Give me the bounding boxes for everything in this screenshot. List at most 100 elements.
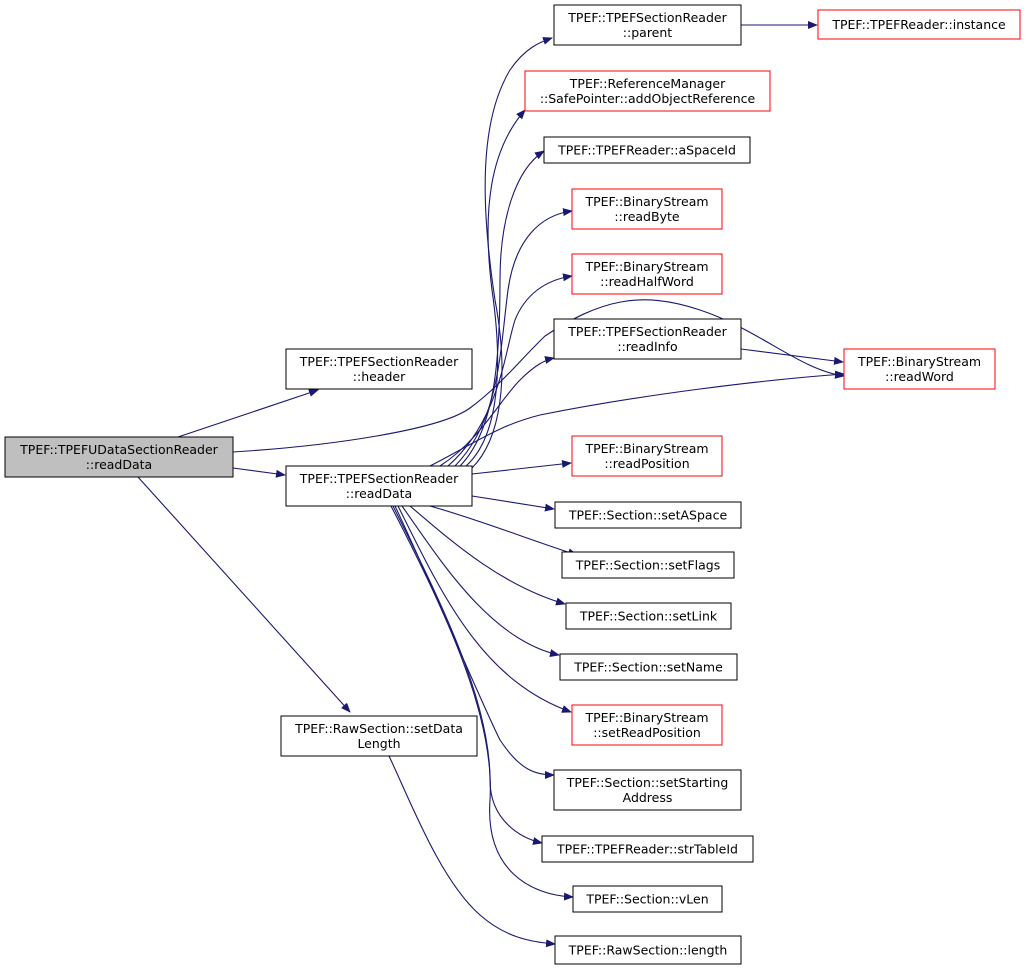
- node-box: [817, 9, 1021, 40]
- node-label-line: ::readByte: [614, 209, 679, 224]
- node-header[interactable]: TPEF::TPEFSectionReader::header: [285, 348, 473, 390]
- node-box: [285, 348, 473, 390]
- node-label-line: TPEF::TPEFReader::aSpaceId: [557, 143, 736, 158]
- edge-sr_readData-to-setReadPosition: [397, 505, 572, 713]
- edge-sr_readData-to-setLink: [409, 505, 566, 606]
- node-box: [553, 318, 742, 360]
- node-strTableId[interactable]: TPEF::TPEFReader::strTableId: [541, 835, 754, 863]
- node-label-line: TPEF::ReferenceManager: [569, 76, 726, 91]
- node-box: [559, 653, 738, 681]
- node-label-line: TPEF::Section::setName: [573, 660, 723, 675]
- node-label-line: TPEF::TPEFSectionReader: [567, 10, 727, 25]
- node-box: [572, 885, 723, 913]
- node-label-line: TPEF::TPEFSectionReader: [567, 324, 727, 339]
- edge-sr_readData-to-setFlags: [429, 505, 578, 557]
- node-label-line: TPEF::TPEFReader::instance: [831, 17, 1006, 32]
- node-vLen[interactable]: TPEF::Section::vLen: [572, 885, 723, 913]
- node-label-line: ::setReadPosition: [593, 725, 701, 740]
- node-label-line: TPEF::BinaryStream: [584, 259, 708, 274]
- edge-sr_readData-to-vLen: [390, 505, 574, 901]
- node-box: [543, 136, 751, 164]
- node-box: [554, 501, 742, 529]
- edges-layer: [137, 21, 845, 948]
- node-parent[interactable]: TPEF::TPEFSectionReader::parent: [553, 4, 742, 46]
- node-box: [553, 769, 742, 811]
- node-label-line: TPEF::TPEFReader::strTableId: [556, 842, 738, 857]
- node-label-line: Address: [623, 790, 673, 805]
- edge-root-to-sr_readData: [232, 467, 286, 478]
- node-label-line: TPEF::RawSection::length: [568, 943, 728, 958]
- node-box: [285, 465, 473, 507]
- node-setReadPosition[interactable]: TPEF::BinaryStream::setReadPosition: [571, 704, 723, 746]
- edge-sr_readData-to-readByte: [454, 208, 573, 467]
- edge-sr_readData-to-readPosition: [471, 460, 572, 475]
- node-box: [541, 835, 754, 863]
- node-label-line: ::readHalfWord: [600, 274, 694, 289]
- node-box: [571, 188, 723, 230]
- node-label-line: ::readData: [346, 486, 412, 501]
- node-label-line: ::readPosition: [604, 456, 689, 471]
- edge-sr_readData-to-readHalfWord: [447, 273, 573, 467]
- edge-root-to-header: [177, 389, 319, 438]
- edge-sr_readData-to-setASpace: [471, 495, 555, 512]
- node-label-line: ::readData: [86, 457, 152, 472]
- node-label-line: TPEF::Section::setStarting: [566, 775, 729, 790]
- edge-sr_readData-to-readWord: [429, 370, 845, 467]
- node-instance[interactable]: TPEF::TPEFReader::instance: [817, 9, 1021, 40]
- node-label-line: TPEF::TPEFUDataSectionReader: [19, 442, 219, 457]
- node-box: [571, 704, 723, 746]
- edge-sr_readData-to-readInfo: [439, 356, 555, 467]
- node-setFlags[interactable]: TPEF::Section::setFlags: [561, 551, 735, 579]
- node-label-line: ::SafePointer::addObjectReference: [540, 91, 756, 106]
- edge-sr_readData-to-strTableId: [392, 505, 543, 845]
- node-label-line: TPEF::BinaryStream: [584, 710, 708, 725]
- node-label-line: ::readInfo: [617, 339, 677, 354]
- edge-sr_readData-to-addObjRef: [465, 109, 526, 467]
- nodes-layer: TPEF::TPEFUDataSectionReader::readDataTP…: [4, 4, 1021, 965]
- node-box: [565, 602, 732, 630]
- node-label-line: TPEF::TPEFSectionReader: [299, 354, 459, 369]
- node-readHalfWord[interactable]: TPEF::BinaryStream::readHalfWord: [571, 253, 723, 295]
- node-readWord[interactable]: TPEF::BinaryStream::readWord: [843, 348, 996, 390]
- node-box: [561, 551, 735, 579]
- node-label-line: TPEF::TPEFSectionReader: [299, 471, 459, 486]
- node-label-line: TPEF::BinaryStream: [857, 354, 981, 369]
- node-readByte[interactable]: TPEF::BinaryStream::readByte: [571, 188, 723, 230]
- node-box: [4, 436, 234, 478]
- edge-root-to-setDataLength: [137, 476, 351, 713]
- node-label-line: ::header: [353, 369, 406, 384]
- node-box: [554, 935, 742, 965]
- edge-sr_readData-to-parent: [471, 37, 553, 469]
- node-addObjRef[interactable]: TPEF::ReferenceManager::SafePointer::add…: [524, 70, 771, 112]
- node-label-line: Length: [357, 736, 400, 751]
- edge-readInfo-to-readWord: [740, 348, 844, 365]
- edge-root-to-readWord: [232, 299, 845, 453]
- node-box: [280, 715, 478, 757]
- node-label-line: ::readWord: [885, 369, 954, 384]
- node-label-line: TPEF::Section::setFlags: [575, 558, 720, 573]
- node-label-line: TPEF::Section::vLen: [585, 892, 708, 907]
- node-readPosition[interactable]: TPEF::BinaryStream::readPosition: [571, 435, 723, 477]
- node-label-line: ::parent: [623, 25, 672, 40]
- node-length[interactable]: TPEF::RawSection::length: [554, 935, 742, 965]
- node-readInfo[interactable]: TPEF::TPEFSectionReader::readInfo: [553, 318, 742, 360]
- edge-sr_readData-to-setName: [401, 505, 560, 657]
- node-setLink[interactable]: TPEF::Section::setLink: [565, 602, 732, 630]
- node-root[interactable]: TPEF::TPEFUDataSectionReader::readData: [4, 436, 234, 478]
- node-label-line: TPEF::RawSection::setData: [294, 721, 463, 736]
- node-label-line: TPEF::BinaryStream: [584, 441, 708, 456]
- edge-setDataLength-to-length: [388, 755, 556, 948]
- node-box: [553, 4, 742, 46]
- node-sr_readData[interactable]: TPEF::TPEFSectionReader::readData: [285, 465, 473, 507]
- node-box: [843, 348, 996, 390]
- node-setName[interactable]: TPEF::Section::setName: [559, 653, 738, 681]
- node-label-line: TPEF::Section::setASpace: [568, 508, 728, 523]
- node-box: [524, 70, 771, 112]
- node-aSpaceId[interactable]: TPEF::TPEFReader::aSpaceId: [543, 136, 751, 164]
- node-box: [571, 435, 723, 477]
- node-label-line: TPEF::Section::setLink: [579, 609, 718, 624]
- node-setASpace[interactable]: TPEF::Section::setASpace: [554, 501, 742, 529]
